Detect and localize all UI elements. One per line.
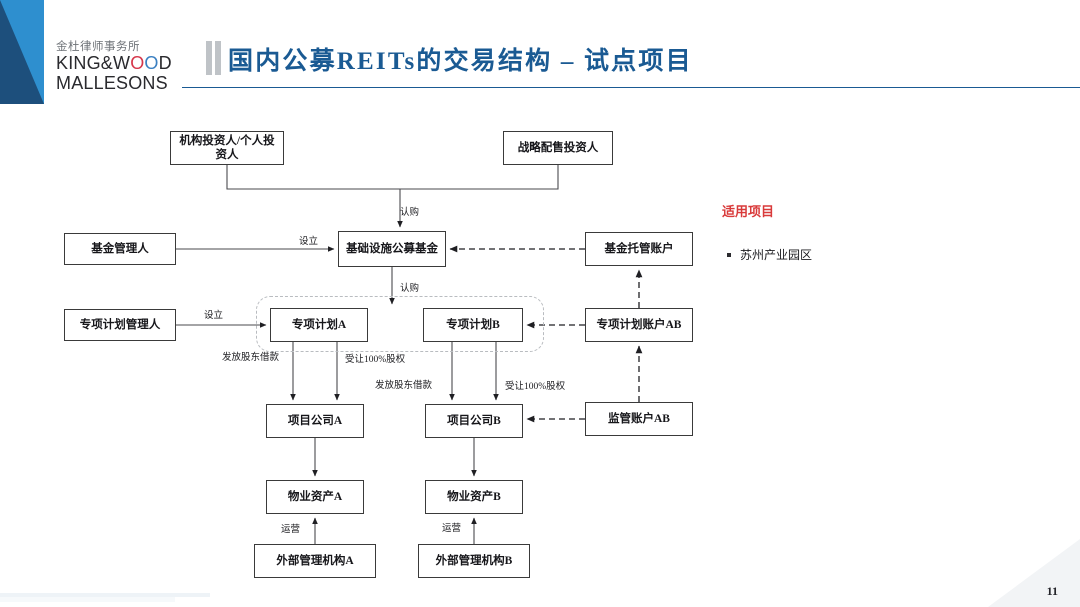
applicable-projects-title: 适用项目: [722, 204, 775, 219]
node-institutional-investor[interactable]: 机构投资人/个人投资人: [170, 131, 284, 165]
node-regulatory-account-ab[interactable]: 监管账户AB: [585, 402, 693, 436]
node-label: 专项计划B: [446, 318, 500, 331]
edge-label-establish-fund: 设立: [299, 237, 319, 247]
node-label: 外部管理机构A: [276, 554, 354, 567]
logo-o-blue: O: [144, 52, 159, 73]
node-label: 专项计划A: [291, 318, 347, 331]
kwm-logo-mark: [0, 0, 44, 104]
logo-o-red: O: [130, 52, 145, 73]
edge-label-equity-transfer-a: 受让100%股权: [345, 355, 406, 365]
node-project-company-a[interactable]: 项目公司A: [266, 404, 364, 438]
node-fund-manager[interactable]: 基金管理人: [64, 233, 176, 265]
edge-label-shareholder-loan-a: 发放股东借款: [222, 353, 280, 363]
square-bullet-icon: [727, 252, 731, 257]
edge-label-subscribe-fund: 认购: [400, 208, 420, 218]
node-label: 战略配售投资人: [517, 141, 599, 154]
page-title: 国内公募REITs的交易结构 – 试点项目: [228, 48, 693, 75]
edge-label-shareholder-loan-b: 发放股东借款: [375, 381, 433, 391]
logo-en-prefix: KING&W: [56, 52, 131, 73]
node-label: 专项计划账户AB: [596, 318, 682, 331]
edge-label-subscribe-plan: 认购: [400, 284, 420, 294]
node-special-plan-a[interactable]: 专项计划A: [270, 308, 368, 342]
logo-chinese-name: 金杜律师事务所: [56, 39, 140, 53]
node-external-manager-a[interactable]: 外部管理机构A: [254, 544, 376, 578]
node-label: 项目公司A: [287, 414, 343, 427]
node-strategic-investor[interactable]: 战略配售投资人: [503, 131, 613, 165]
logo-english-line2: MALLESONS: [56, 72, 168, 93]
node-label: 物业资产B: [447, 490, 501, 503]
applicable-project-item: 苏州产业园区: [727, 246, 812, 263]
node-special-plan-account-ab[interactable]: 专项计划账户AB: [585, 308, 693, 342]
title-marker-bars: [206, 41, 221, 75]
node-label: 基金管理人: [91, 242, 149, 255]
special-plan-group-box: [256, 296, 544, 352]
edge-label-equity-transfer-b: 受让100%股权: [505, 382, 566, 392]
edge-label-establish-plan: 设立: [204, 311, 224, 321]
node-label: 基础设施公募基金: [346, 242, 438, 255]
edge-label-operate-b: 运营: [442, 524, 462, 534]
node-external-manager-b[interactable]: 外部管理机构B: [418, 544, 530, 578]
logo-en-suffix: D: [158, 52, 172, 73]
footer-left-accent: [0, 589, 210, 607]
node-label: 基金托管账户: [604, 242, 674, 255]
applicable-project-label: 苏州产业园区: [740, 248, 813, 262]
edge-label-operate-a: 运营: [281, 525, 301, 535]
node-project-company-b[interactable]: 项目公司B: [425, 404, 523, 438]
node-special-plan-b[interactable]: 专项计划B: [423, 308, 523, 342]
node-label: 外部管理机构B: [435, 554, 513, 567]
logo-english-line1: KING&WOOD: [56, 53, 176, 73]
node-label: 物业资产A: [287, 490, 343, 503]
page-number: 11: [1046, 584, 1058, 598]
footer-corner-accent: [960, 539, 1080, 607]
node-label: 机构投资人/个人投资人: [179, 134, 275, 161]
kwm-logo-text: 金杜律师事务所 KING&WOOD MALLESONS: [56, 40, 176, 93]
node-fund-custody-account[interactable]: 基金托管账户: [585, 232, 693, 266]
node-label: 监管账户AB: [608, 412, 670, 425]
node-infrastructure-public-fund[interactable]: 基础设施公募基金: [338, 231, 446, 267]
title-underline: [182, 87, 1080, 88]
node-property-asset-b[interactable]: 物业资产B: [425, 480, 523, 514]
node-label: 项目公司B: [447, 414, 501, 427]
node-property-asset-a[interactable]: 物业资产A: [266, 480, 364, 514]
node-special-plan-manager[interactable]: 专项计划管理人: [64, 309, 176, 341]
node-label: 专项计划管理人: [79, 318, 161, 331]
